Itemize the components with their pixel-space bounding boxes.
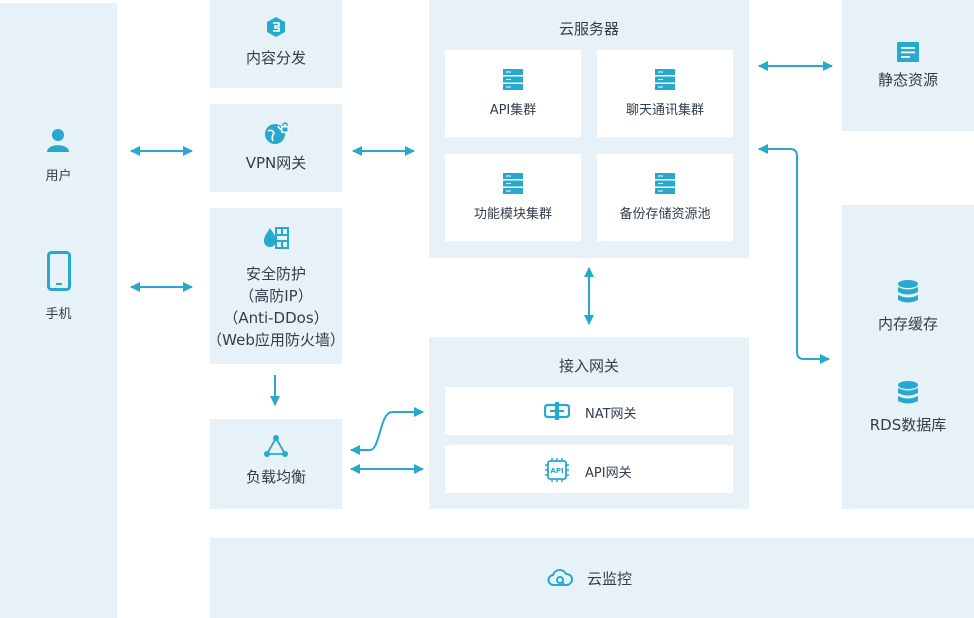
nat-gateway-card	[445, 387, 733, 435]
access-gateway-title: 接入网关	[558, 357, 619, 375]
cloud-monitor-panel	[210, 538, 974, 618]
security-line-2: （高防IP）	[239, 287, 313, 305]
user-label: 用户	[45, 169, 72, 184]
firewall-icon	[264, 227, 289, 249]
module-cluster-card	[445, 154, 581, 241]
vpn-box	[210, 104, 342, 192]
security-line-1: 安全防护	[245, 265, 306, 283]
module-cluster-label: 功能模块集群	[473, 207, 552, 222]
rds-label: RDS数据库	[869, 416, 947, 434]
nat-gateway-label: NAT网关	[585, 407, 637, 422]
security-line-3: （Anti-DDos）	[223, 309, 329, 327]
cdn-box	[210, 0, 342, 88]
cloud-server-title: 云服务器	[558, 20, 619, 38]
cdn-label: 内容分发	[245, 49, 306, 67]
phone-label: 手机	[45, 307, 72, 322]
arrow-cloud-storage	[758, 144, 830, 364]
document-icon	[897, 42, 919, 62]
client-panel	[0, 3, 117, 618]
api-gateway-label: API网关	[585, 466, 632, 481]
server-icon	[503, 69, 523, 90]
memory-cache-label: 内存缓存	[877, 315, 938, 333]
api-chip-icon: API	[545, 458, 569, 482]
static-resources-box	[842, 0, 974, 131]
backup-pool-card	[597, 154, 733, 241]
api-gateway-card	[445, 445, 733, 493]
chat-cluster-card	[597, 50, 733, 137]
cloud-monitor-label: 云监控	[587, 570, 633, 588]
vpn-label: VPN网关	[245, 154, 307, 172]
api-cluster-card	[445, 50, 581, 137]
load-balancer-icon	[264, 435, 288, 457]
user-icon	[47, 129, 69, 152]
cloud-monitor-icon	[547, 569, 573, 586]
database-icon	[898, 381, 918, 404]
chat-cluster-label: 聊天通讯集群	[625, 103, 704, 118]
server-icon	[655, 69, 675, 90]
static-resources-label: 静态资源	[877, 71, 938, 89]
backup-pool-label: 备份存储资源池	[619, 207, 711, 222]
nat-icon	[544, 402, 570, 420]
database-icon	[898, 280, 918, 303]
server-icon	[503, 173, 523, 194]
storage-box	[842, 205, 974, 509]
load-balancer-box	[210, 419, 342, 509]
load-balancer-label: 负载均衡	[245, 468, 306, 486]
svg-text:API: API	[550, 467, 563, 475]
security-line-4: （Web应用防火墙）	[207, 331, 345, 349]
cdn-icon	[267, 17, 285, 37]
phone-icon	[47, 251, 71, 291]
vpn-globe-icon	[265, 122, 289, 144]
server-icon	[655, 173, 675, 194]
api-cluster-label: API集群	[489, 103, 537, 118]
arrow-lb-nat	[350, 407, 424, 455]
